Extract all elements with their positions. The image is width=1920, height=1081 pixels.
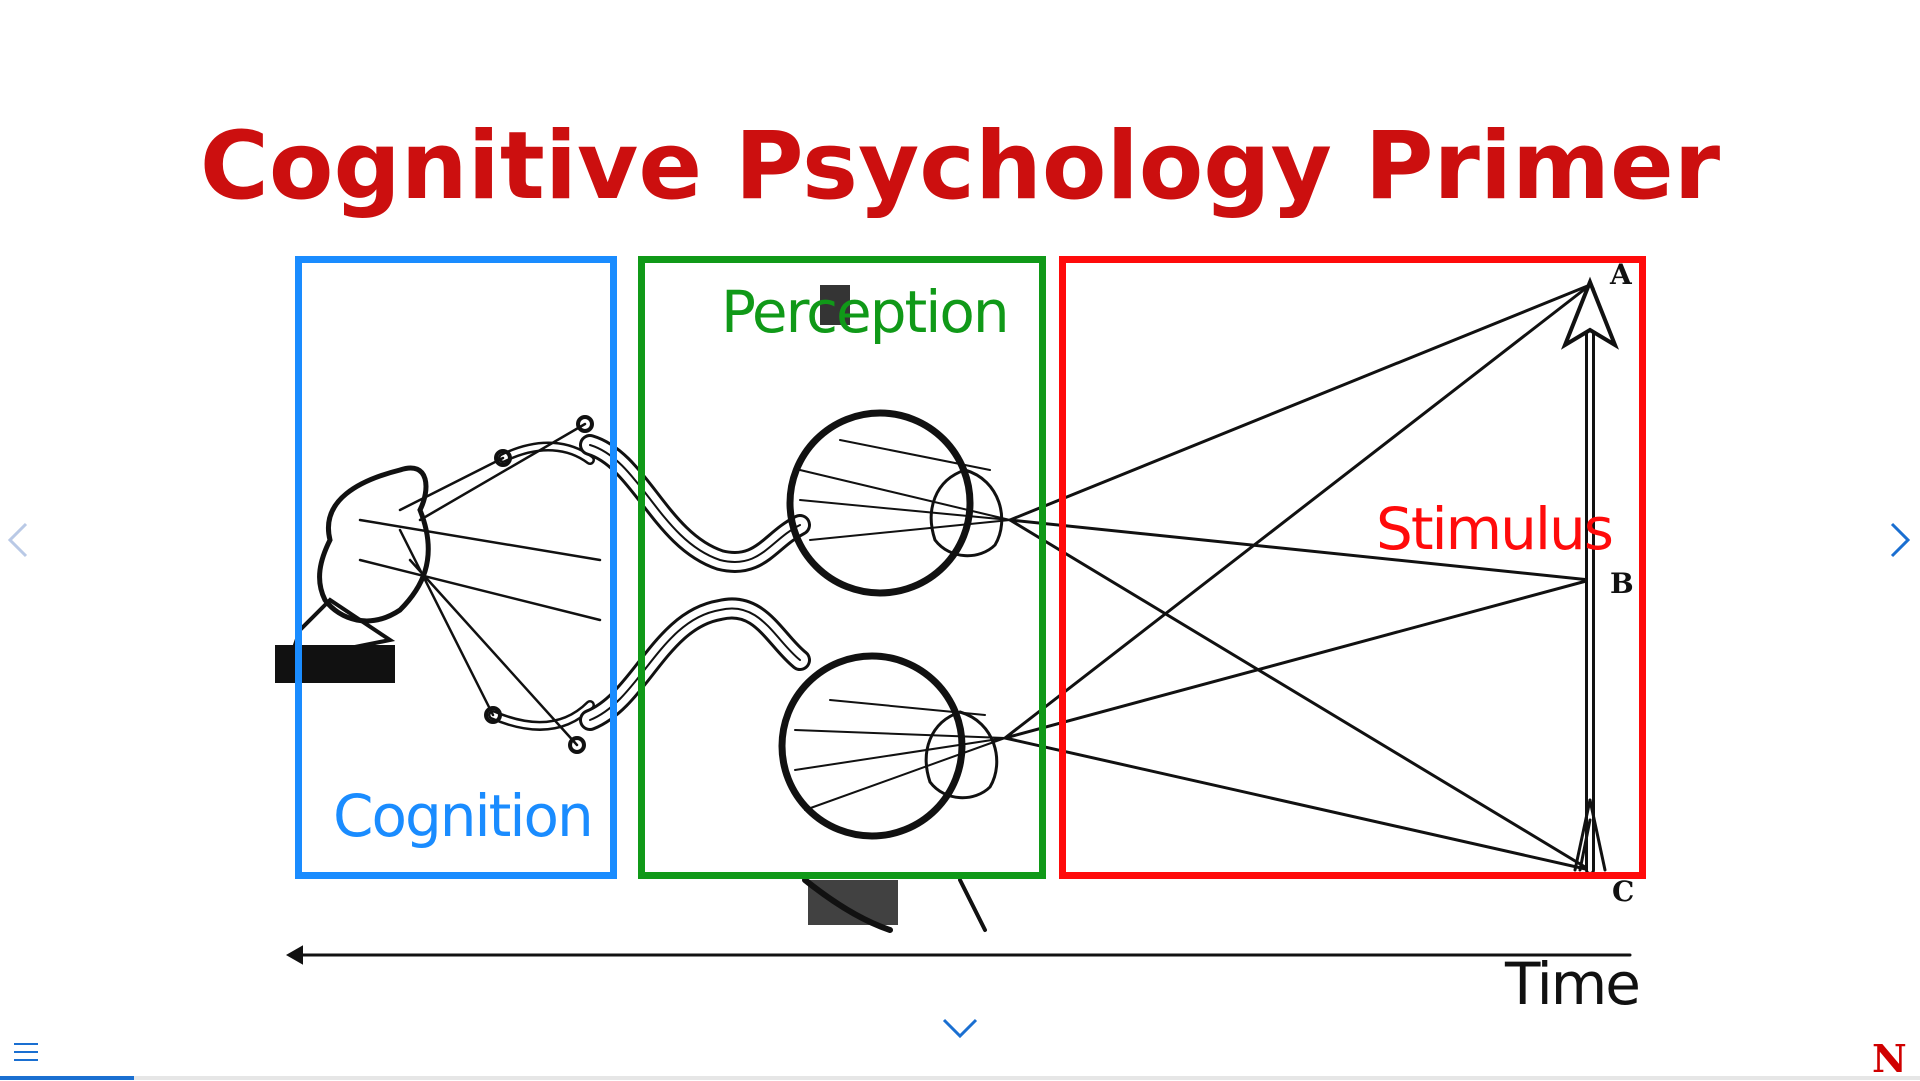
prev-slide-button[interactable]: [4, 520, 32, 565]
stimulus-label: Stimulus: [1376, 495, 1614, 563]
perception-region-box: [638, 256, 1046, 879]
chevron-right-icon: [1890, 522, 1911, 558]
chevron-down-icon: [942, 1018, 978, 1039]
slide-title: Cognitive Psychology Primer: [199, 112, 1721, 221]
university-logo: N: [1872, 1036, 1907, 1081]
upper-eye-drawing: [786, 409, 1011, 597]
cognition-label: Cognition: [333, 782, 594, 850]
perception-label: Perception: [721, 278, 1010, 346]
point-b-label: B: [1610, 567, 1634, 600]
point-c-label: C: [1612, 875, 1635, 908]
slide-progress-bar: [0, 1076, 1920, 1080]
brain-drawing: [317, 465, 431, 624]
next-slide-button[interactable]: [1886, 520, 1914, 565]
lower-eye-drawing: [778, 652, 1006, 840]
slide-progress-fill: [0, 1076, 135, 1080]
point-a-label: A: [1610, 258, 1632, 291]
cognition-region-box: [295, 256, 617, 879]
menu-button[interactable]: [12, 1040, 40, 1069]
time-label: Time: [1505, 950, 1641, 1018]
down-slide-button[interactable]: [940, 1014, 980, 1047]
chevron-left-icon: [7, 522, 28, 558]
stimulus-region-box: [1059, 256, 1646, 879]
hamburger-menu-icon: [14, 1043, 38, 1061]
